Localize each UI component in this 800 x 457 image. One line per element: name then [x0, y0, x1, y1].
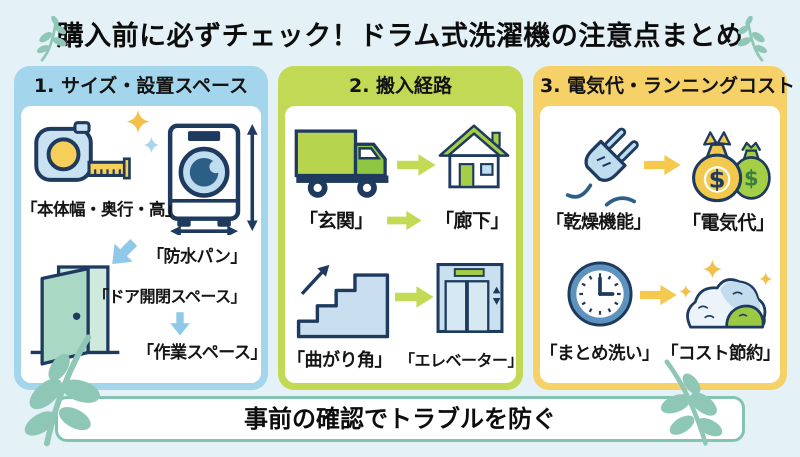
- footer-banner: 事前の確認でトラブルを防ぐ: [55, 396, 745, 442]
- clock-icon: [566, 260, 634, 328]
- down-arrow-icon: [169, 312, 191, 337]
- card-route: 2. 搬入経路: [278, 66, 524, 390]
- right-arrow-icon: [397, 152, 437, 178]
- label-drying-function: 「乾燥機能」: [546, 212, 652, 233]
- card-cost: 3. 電気代・ランニングコスト: [533, 66, 796, 390]
- card-size-space-header: 1. サイズ・設置スペース: [33, 75, 249, 97]
- right-arrow-icon: [640, 282, 678, 308]
- leaf-decoration-bottom-left: [3, 323, 125, 457]
- measuring-tape-icon: [31, 120, 133, 194]
- label-waterproof-pan: 「防水パン」: [147, 247, 247, 267]
- elevator-icon: [435, 256, 505, 340]
- label-door-space: 「ドア開閉スペース」: [93, 287, 247, 306]
- laundry-pile-icon: [678, 258, 772, 332]
- card-route-header: 2. 搬入経路: [348, 75, 453, 97]
- label-work-space: 「作業スペース」: [137, 343, 267, 363]
- width-arrow-icon: [170, 225, 238, 235]
- leaf-decoration-right: [730, 16, 770, 62]
- stairs-icon: [295, 258, 391, 340]
- leaf-decoration-left: [34, 16, 74, 62]
- diagonal-arrow-icon: [107, 238, 139, 270]
- washing-machine-icon: [163, 122, 263, 235]
- money-bags-icon: $ $: [686, 126, 774, 204]
- right-arrow-icon: [395, 284, 435, 310]
- card-cost-body: $ $ 「乾燥機能」 「電気代」: [540, 106, 781, 383]
- card-size-space-body: 「本体幅・奥行・高」 「防水パン」 「ドア開閉スペース」: [21, 106, 267, 383]
- right-arrow-icon: [387, 209, 423, 232]
- height-arrow-icon: [246, 124, 258, 232]
- label-cost-saving: 「コスト節約」: [661, 344, 781, 364]
- truck-icon: [293, 126, 395, 202]
- page-title: 購入前に必ずチェック！ドラム式洗濯機の注意点まとめ: [56, 21, 744, 52]
- cards-row: 1. サイズ・設置スペース: [14, 66, 796, 390]
- label-electricity-cost: 「電気代」: [682, 212, 775, 234]
- up-arrow-icon: [300, 264, 330, 296]
- sparkle-icon: [117, 108, 161, 162]
- house-icon: [437, 122, 511, 192]
- door-icon: [29, 254, 121, 372]
- svg-text:$: $: [709, 165, 726, 194]
- label-body-size: 「本体幅・奥行・高」: [21, 200, 182, 219]
- footer-text: 事前の確認でトラブルを防ぐ: [244, 405, 556, 433]
- label-elevator: 「エレベーター」: [399, 351, 524, 370]
- card-cost-header: 3. 電気代・ランニングコスト: [540, 75, 796, 97]
- leaf-decoration-bottom-right: [642, 351, 736, 454]
- label-entrance: 「玄関」: [299, 210, 374, 232]
- power-plug-icon: [564, 122, 646, 208]
- label-corner: 「曲がり角」: [287, 350, 393, 371]
- card-size-space: 1. サイズ・設置スペース: [14, 66, 268, 390]
- svg-text:$: $: [744, 166, 759, 191]
- label-batch-washing: 「まとめ洗い」: [540, 344, 660, 364]
- card-route-body: 「玄関」 「廊下」: [285, 106, 524, 383]
- label-hallway: 「廊下」: [435, 210, 510, 232]
- right-arrow-icon: [644, 152, 682, 178]
